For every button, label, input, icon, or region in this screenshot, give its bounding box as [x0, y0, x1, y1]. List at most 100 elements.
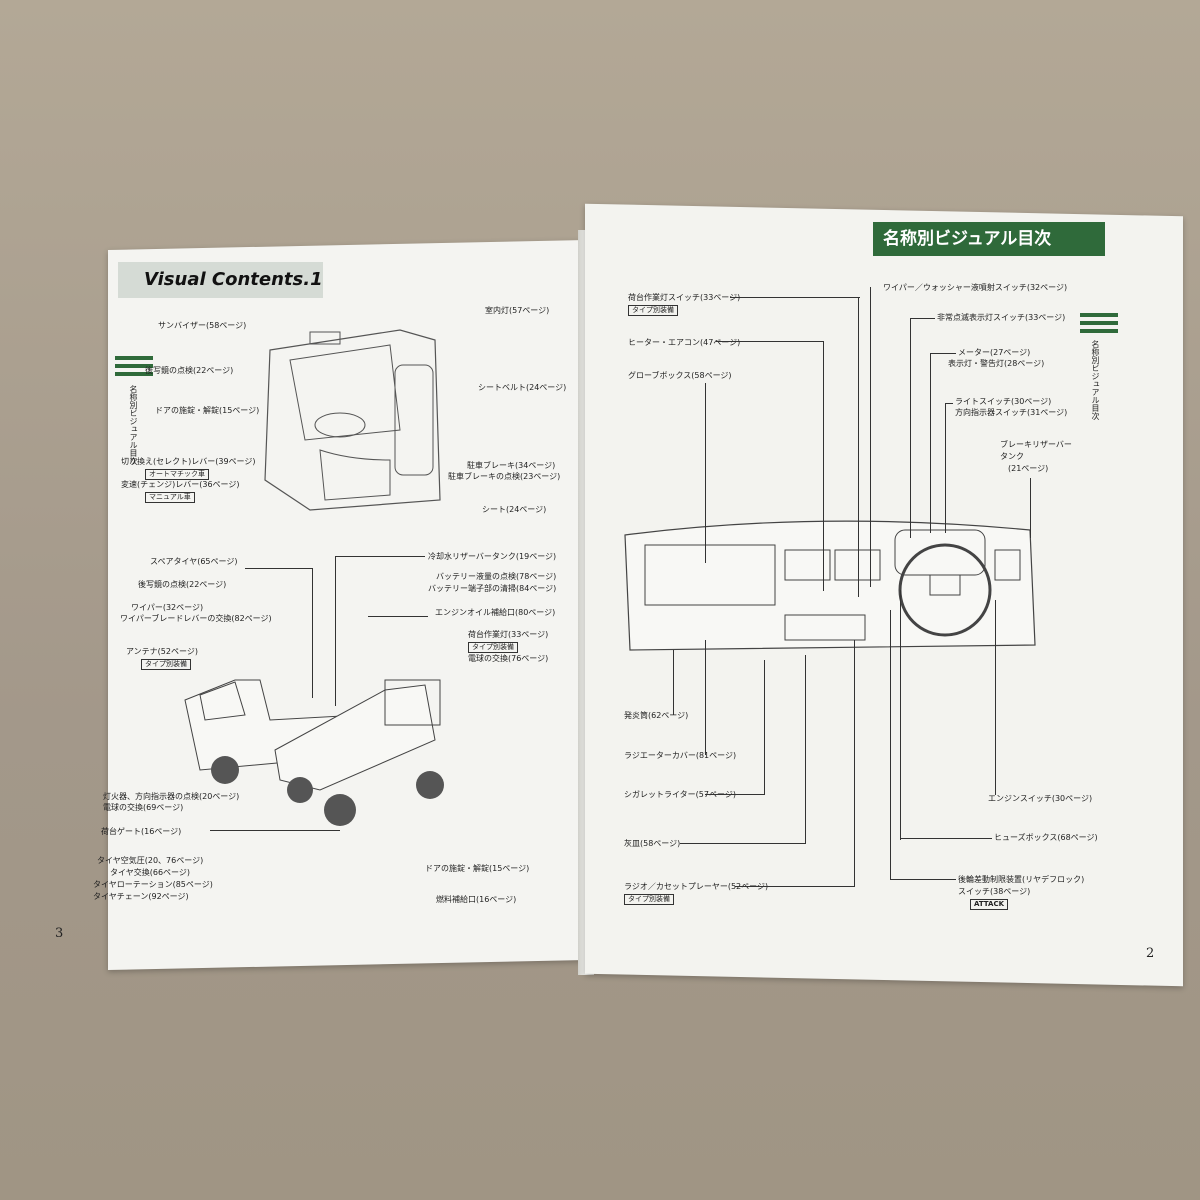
label-wiper-switch: ワイパー／ウォッシャー液噴射スイッチ(32ページ): [883, 283, 1068, 292]
label-wiper: ワイパー(32ページ): [131, 603, 204, 612]
leader-line: [805, 655, 806, 844]
leader-line: [823, 341, 824, 591]
label-glove-box: グローブボックス(58ページ): [628, 371, 732, 380]
badge-attack: ATTACK: [970, 899, 1009, 910]
label-mirror-check-2: 後写鏡の点検(22ページ): [138, 580, 227, 589]
leader-line: [716, 341, 824, 342]
label-fuse-box: ヒューズボックス(68ページ): [994, 833, 1098, 842]
leader-line: [854, 640, 855, 887]
leader-line: [735, 886, 855, 887]
label-tire-rotation: タイヤローテーション(85ページ): [93, 880, 213, 889]
label-engine-oil: エンジンオイル補給口(80ページ): [435, 608, 556, 617]
label-turn-signal-switch: 方向指示器スイッチ(31ページ): [955, 408, 1068, 417]
cab-interior-illustration: [264, 329, 441, 511]
label-mirror-check: 後写鏡の点検(22ページ): [145, 366, 234, 375]
label-bulb-replace: 電球の交換(76ページ): [468, 654, 549, 663]
left-side-label: 名称別ビジュアル目次: [129, 385, 138, 465]
label-radio-cassette: ラジオ／カセットプレーヤー(52ページ): [624, 882, 769, 891]
leader-line: [900, 838, 992, 839]
label-cigarette-lighter: シガレットライター(57ページ): [624, 790, 736, 799]
left-page-number: 3: [55, 926, 64, 941]
label-brake-reservoir-tank: タンク: [1000, 452, 1024, 461]
leader-line: [870, 287, 871, 587]
label-change-lever: 変速(チェンジ)レバー(36ページ): [121, 480, 240, 489]
badge-manual: マニュアル車: [145, 492, 195, 503]
leader-line: [705, 794, 765, 795]
leader-line: [930, 353, 956, 354]
leader-line: [995, 600, 996, 795]
right-green-stripes: [1080, 313, 1118, 335]
leader-line: [890, 610, 891, 880]
leader-line: [705, 640, 706, 755]
leader-line: [730, 297, 860, 298]
label-spare-tire: スペアタイヤ(65ページ): [150, 557, 238, 566]
leader-line: [335, 556, 336, 706]
label-sun-visor: サンバイザー(58ページ): [158, 321, 247, 330]
badge-type-equipment-4: タイプ別装備: [624, 894, 674, 905]
label-cargo-lamp-switch: 荷台作業灯スイッチ(33ページ): [628, 293, 741, 302]
leader-line: [245, 568, 313, 569]
leader-line: [858, 297, 859, 597]
leader-line: [910, 318, 935, 319]
leader-line: [705, 383, 706, 563]
label-meter: メーター(27ページ): [958, 348, 1031, 357]
label-bulb-replace-2: 電球の交換(69ページ): [103, 803, 184, 812]
label-seat: シート(24ページ): [482, 505, 547, 514]
label-engine-switch: エンジンスイッチ(30ページ): [988, 794, 1093, 803]
label-diff-lock-switch: スイッチ(38ページ): [958, 887, 1031, 896]
label-door-lock: ドアの施錠・解錠(15ページ): [155, 406, 260, 415]
leader-line: [680, 843, 805, 844]
label-tire-pressure: タイヤ空気圧(20、76ページ): [97, 856, 204, 865]
label-cargo-lamp: 荷台作業灯(33ページ): [468, 630, 549, 639]
leader-line: [210, 830, 340, 831]
leader-line: [764, 660, 765, 795]
leader-line: [945, 403, 946, 533]
label-light-switch: ライトスイッチ(30ページ): [955, 397, 1052, 406]
label-indicator-lights: 表示灯・警告灯(28ページ): [948, 359, 1045, 368]
right-side-label: 名称別ビジュアル目次: [1091, 340, 1100, 420]
label-rear-diff-lock: 後輪差動制限装置(リヤデフロック): [958, 875, 1085, 884]
badge-type-equipment-2: タイプ別装備: [468, 642, 518, 653]
label-hazard-switch: 非常点滅表示灯スイッチ(33ページ): [937, 313, 1066, 322]
label-select-lever: 切り換え(セレクト)レバー(39ページ): [121, 457, 256, 466]
label-heater-aircon: ヒーター・エアコン(47ページ): [628, 338, 741, 347]
label-tire-change: タイヤ交換(66ページ): [110, 868, 191, 877]
left-page-title: Visual Contents.1: [118, 262, 323, 298]
leader-line: [312, 568, 313, 698]
label-ashtray: 灰皿(58ページ): [624, 839, 681, 848]
leader-line: [335, 556, 425, 557]
label-room-lamp: 室内灯(57ページ): [485, 306, 550, 315]
badge-type-equipment-3: タイプ別装備: [628, 305, 678, 316]
label-brake-reservoir: ブレーキリザーバー: [1000, 440, 1072, 449]
label-seatbelt: シートベルト(24ページ): [478, 383, 567, 392]
label-coolant-tank: 冷却水リザーバータンク(19ページ): [428, 552, 557, 561]
leader-line: [673, 650, 674, 715]
label-door-lock-2: ドアの施錠・解錠(15ページ): [425, 864, 530, 873]
label-brake-reservoir-page: (21ページ): [1008, 464, 1049, 473]
label-fuel-inlet: 燃料補給口(16ページ): [436, 895, 517, 904]
leader-line: [945, 403, 953, 404]
leader-line: [900, 590, 901, 840]
right-page-title: 名称別ビジュアル目次: [873, 222, 1105, 256]
label-parking-brake: 駐車ブレーキ(34ページ): [467, 461, 556, 470]
label-battery-level: バッテリー液量の点検(78ページ): [436, 572, 557, 581]
badge-type-equipment-1: タイプ別装備: [141, 659, 191, 670]
dashboard-illustration: [624, 520, 1036, 651]
label-wiper-blade: ワイパーブレードレバーの交換(82ページ): [120, 614, 272, 623]
leader-line: [890, 879, 956, 880]
label-antenna: アンテナ(52ページ): [126, 647, 198, 656]
badge-automatic: オートマチック車: [145, 469, 209, 480]
leader-line: [1030, 478, 1031, 538]
label-parking-brake-check: 駐車ブレーキの点検(23ページ): [448, 472, 561, 481]
label-tailgate: 荷台ゲート(16ページ): [101, 827, 182, 836]
label-lamp-check: 灯火器、方向指示器の点検(20ページ): [103, 792, 240, 801]
label-tire-chain: タイヤチェーン(92ページ): [93, 892, 189, 901]
leader-line: [930, 353, 931, 533]
label-flare: 発炎筒(62ページ): [624, 711, 689, 720]
label-battery-terminal: バッテリー端子部の清掃(84ページ): [428, 584, 557, 593]
leader-line: [368, 616, 428, 617]
right-page-number: 2: [1146, 946, 1155, 961]
leader-line: [910, 318, 911, 538]
label-radiator-cover: ラジエーターカバー(81ページ): [624, 751, 737, 760]
truck-illustration: [184, 679, 444, 826]
